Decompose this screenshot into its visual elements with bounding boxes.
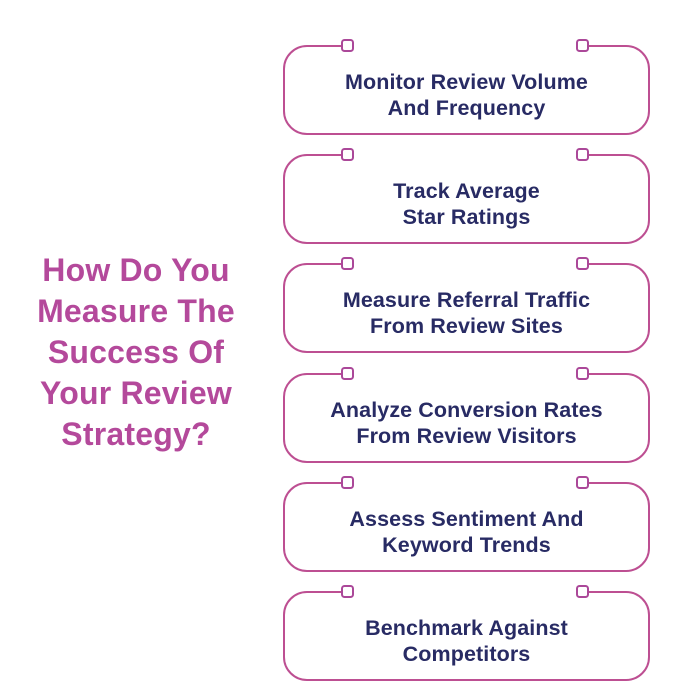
metric-card-benchmark: Benchmark Against Competitors <box>283 585 650 681</box>
title-line: Your Review <box>40 375 232 411</box>
top-border-gap <box>347 152 586 160</box>
connector-square-left-icon <box>341 367 354 380</box>
connector-square-right-icon <box>576 257 589 270</box>
connector-square-left-icon <box>341 585 354 598</box>
metric-card-label: Track Average Star Ratings <box>285 156 648 242</box>
card-line: Measure Referral Traffic <box>342 288 591 312</box>
connector-square-left-icon <box>341 148 354 161</box>
card-line: Star Ratings <box>402 205 531 229</box>
card-line: Analyze Conversion Rates <box>330 398 603 422</box>
metric-card-label: Measure Referral Traffic From Review Sit… <box>285 265 648 351</box>
card-line: Assess Sentiment And <box>349 507 584 531</box>
metric-card-star-ratings: Track Average Star Ratings <box>283 148 650 244</box>
card-line: Competitors <box>402 642 531 666</box>
title-line: How Do You <box>42 252 230 288</box>
connector-square-left-icon <box>341 39 354 52</box>
top-border-gap <box>347 261 586 269</box>
metric-card-referral-traffic: Measure Referral Traffic From Review Sit… <box>283 257 650 353</box>
connector-square-left-icon <box>341 257 354 270</box>
metric-card-review-volume: Monitor Review Volume And Frequency <box>283 39 650 135</box>
metric-card-label: Analyze Conversion Rates From Review Vis… <box>285 375 648 461</box>
metric-card-conversion-rates: Analyze Conversion Rates From Review Vis… <box>283 367 650 463</box>
top-border-gap <box>347 589 586 597</box>
connector-square-left-icon <box>341 476 354 489</box>
card-line: Keyword Trends <box>382 533 551 557</box>
card-line: From Review Visitors <box>356 424 577 448</box>
metric-card-sentiment-trends: Assess Sentiment And Keyword Trends <box>283 476 650 572</box>
title-line: Strategy? <box>61 416 211 452</box>
connector-square-right-icon <box>576 476 589 489</box>
title-line: Measure The <box>37 293 235 329</box>
metric-card-label: Monitor Review Volume And Frequency <box>285 47 648 133</box>
card-line: Benchmark Against <box>365 616 568 640</box>
card-line: From Review Sites <box>370 314 563 338</box>
card-line: Monitor Review Volume <box>344 70 588 94</box>
card-line: Track Average <box>393 179 540 203</box>
page-title: How Do You Measure The Success Of Your R… <box>8 250 264 455</box>
connector-square-right-icon <box>576 39 589 52</box>
title-line: Success Of <box>47 334 225 370</box>
top-border-gap <box>347 371 586 379</box>
connector-square-right-icon <box>576 367 589 380</box>
metric-card-label: Assess Sentiment And Keyword Trends <box>285 484 648 570</box>
top-border-gap <box>347 480 586 488</box>
connector-square-right-icon <box>576 585 589 598</box>
connector-square-right-icon <box>576 148 589 161</box>
metric-card-label: Benchmark Against Competitors <box>285 593 648 679</box>
top-border-gap <box>347 43 586 51</box>
card-line: And Frequency <box>387 96 546 120</box>
